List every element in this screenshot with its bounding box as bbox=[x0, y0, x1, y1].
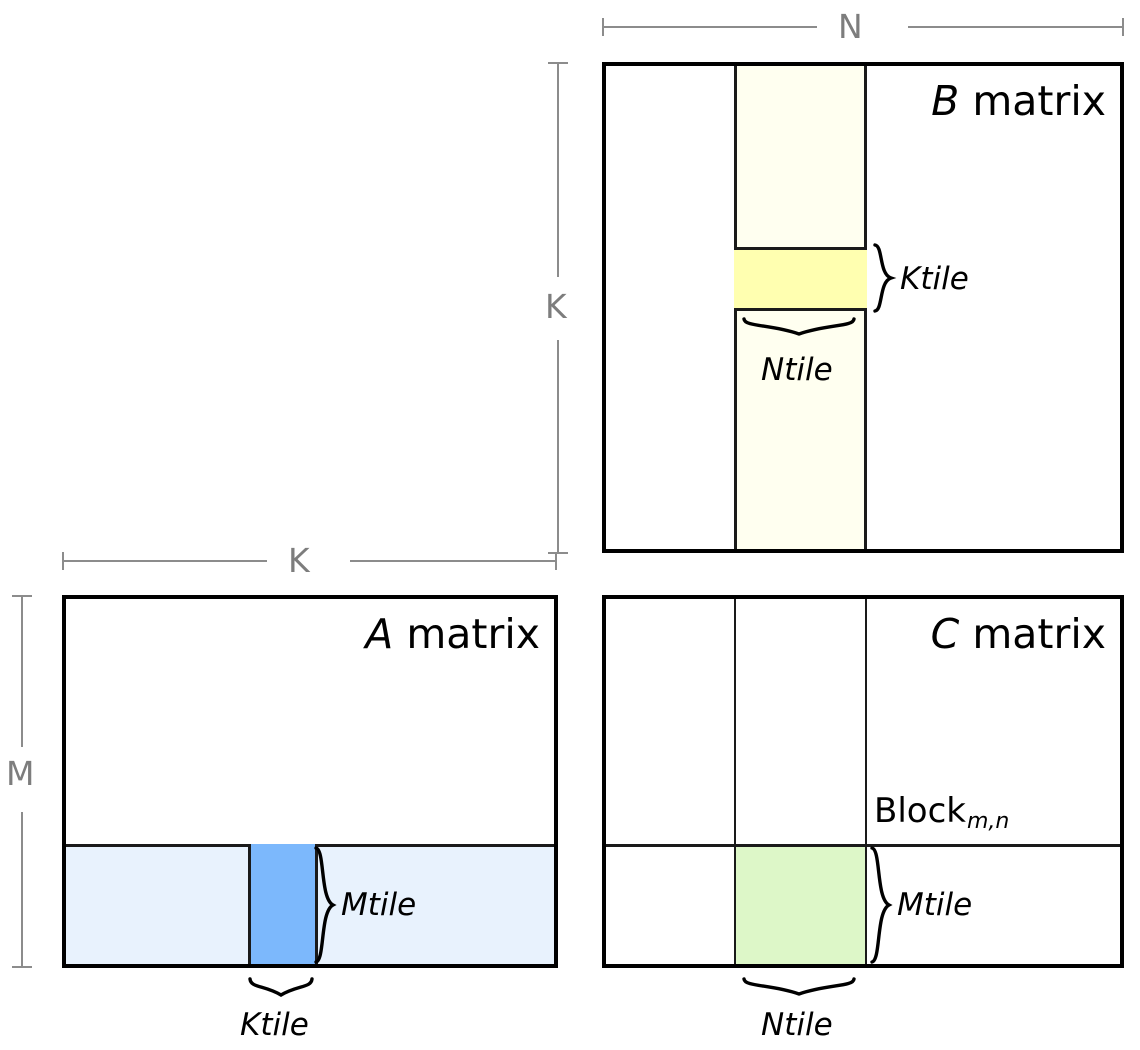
kh-cap-right bbox=[555, 552, 557, 570]
dimension-label-n: N bbox=[838, 7, 863, 46]
b-ntile-brace bbox=[742, 317, 856, 336]
c-matrix-label-symbol: C bbox=[930, 610, 960, 658]
a-matrix-label-symbol: A bbox=[365, 610, 394, 658]
b-matrix-label-symbol: B bbox=[931, 77, 960, 125]
n-line-right bbox=[908, 26, 1123, 28]
n-line-left bbox=[602, 26, 817, 28]
c-matrix-tile[interactable] bbox=[736, 847, 865, 964]
a-matrix-tile[interactable] bbox=[248, 844, 318, 964]
a-matrix-label: A matrix bbox=[365, 614, 540, 655]
a-mtile-brace bbox=[314, 846, 337, 964]
c-matrix-box[interactable]: C matrix Blockm,n bbox=[602, 595, 1124, 968]
a-matrix-box[interactable]: A matrix bbox=[62, 595, 558, 968]
a-ktile-label: Ktile bbox=[240, 1007, 309, 1043]
dimension-label-k-vertical: K bbox=[545, 287, 567, 326]
b-matrix-label: B matrix bbox=[931, 81, 1106, 122]
m-cap-bottom bbox=[12, 966, 32, 968]
b-matrix-tile[interactable] bbox=[734, 247, 867, 311]
b-matrix-label-text: matrix bbox=[959, 77, 1106, 125]
c-matrix-label-text: matrix bbox=[959, 610, 1106, 658]
a-mtile-label: Mtile bbox=[341, 887, 417, 923]
c-matrix-divider-left bbox=[734, 599, 736, 964]
b-ntile-label: Ntile bbox=[761, 352, 833, 388]
b-ktile-label: Ktile bbox=[900, 261, 969, 297]
c-matrix-block-subscript: m,n bbox=[966, 809, 1010, 834]
c-mtile-brace bbox=[870, 846, 893, 964]
dimension-label-k-horizontal: K bbox=[288, 541, 310, 580]
b-matrix-box[interactable]: B matrix bbox=[602, 62, 1124, 553]
c-mtile-label: Mtile bbox=[897, 887, 973, 923]
dimension-label-m: M bbox=[6, 754, 35, 793]
c-matrix-block-text: Block bbox=[874, 791, 966, 831]
kv-line-top bbox=[557, 62, 559, 277]
b-ktile-brace bbox=[873, 243, 897, 313]
c-ntile-brace bbox=[742, 977, 856, 996]
a-ktile-brace bbox=[248, 977, 314, 997]
c-matrix-row-divider bbox=[606, 844, 1120, 847]
c-matrix-label: C matrix bbox=[931, 614, 1106, 655]
m-line-bottom bbox=[21, 812, 23, 968]
c-matrix-divider-right bbox=[865, 599, 867, 964]
c-ntile-label: Ntile bbox=[761, 1007, 833, 1043]
kh-line-right bbox=[350, 560, 555, 562]
a-matrix-label-text: matrix bbox=[393, 610, 540, 658]
c-matrix-block-label: Blockm,n bbox=[874, 791, 1009, 833]
n-cap-right bbox=[1122, 18, 1124, 36]
kv-line-bottom bbox=[557, 340, 559, 553]
m-line-top bbox=[21, 595, 23, 747]
kv-cap-bottom bbox=[548, 552, 568, 554]
kh-line-left bbox=[62, 560, 267, 562]
